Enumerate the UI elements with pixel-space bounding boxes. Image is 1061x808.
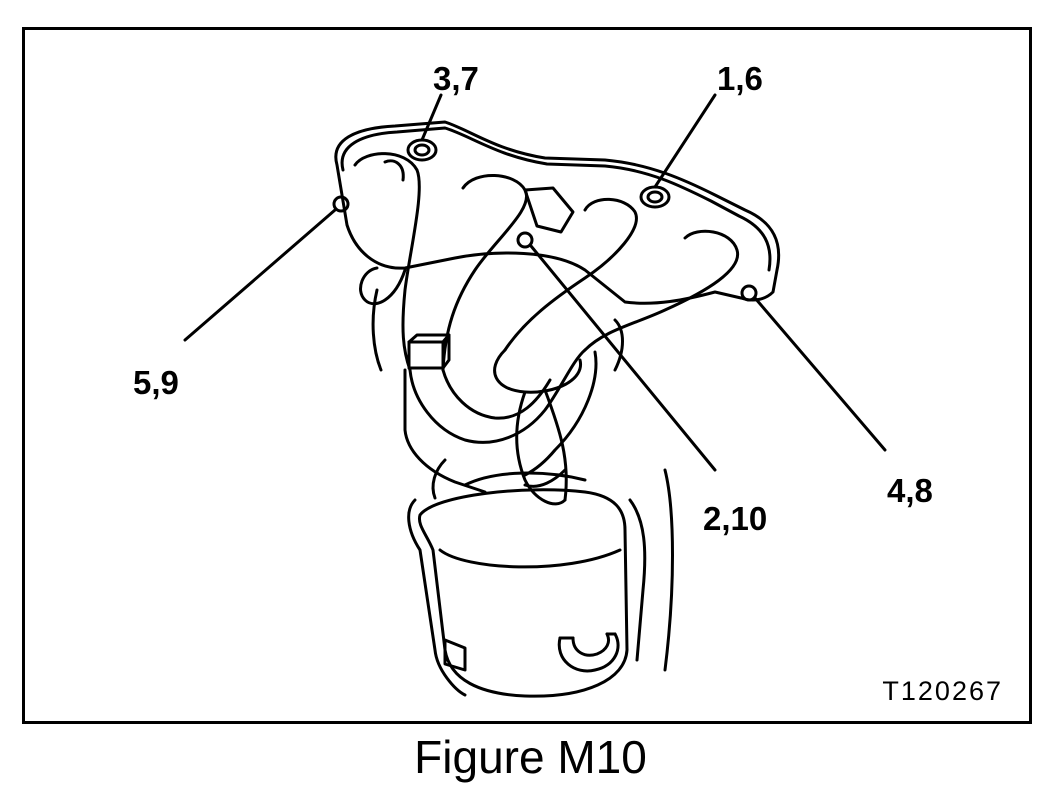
bolt-hole-1-6	[639, 185, 671, 209]
figure-code: T120267	[882, 676, 1003, 706]
leader-line-4-8	[753, 296, 887, 452]
mounting-bracket	[557, 632, 620, 673]
callout-top-right: 1,6	[717, 60, 763, 97]
bolt-hole-4-8	[740, 284, 758, 302]
runner-pipe-3	[503, 197, 638, 352]
leader-line-5-9	[183, 208, 337, 342]
bolt-hole-3-7	[406, 138, 438, 162]
bolt-hole-2-10	[516, 231, 534, 249]
manifold-flange	[334, 120, 781, 305]
callout-top-left: 3,7	[433, 60, 479, 97]
sensor-block	[407, 340, 445, 370]
callout-center: 2,10	[703, 500, 768, 537]
figure-caption: Figure M10	[414, 731, 647, 783]
callout-left: 5,9	[133, 364, 179, 401]
callout-right: 4,8	[887, 472, 933, 509]
leader-line-1-6	[653, 93, 717, 189]
runner-pipe-2	[441, 174, 529, 372]
runner-pipe-1	[353, 152, 421, 372]
leader-line-2-10	[529, 244, 717, 472]
diagram-frame: 3,7 1,6 5,9 2,10 4,8 T120267	[22, 27, 1032, 724]
leader-line-3-7	[420, 93, 443, 142]
bolt-hole-5-9	[332, 195, 350, 213]
exhaust-manifold-illustration	[183, 93, 887, 698]
